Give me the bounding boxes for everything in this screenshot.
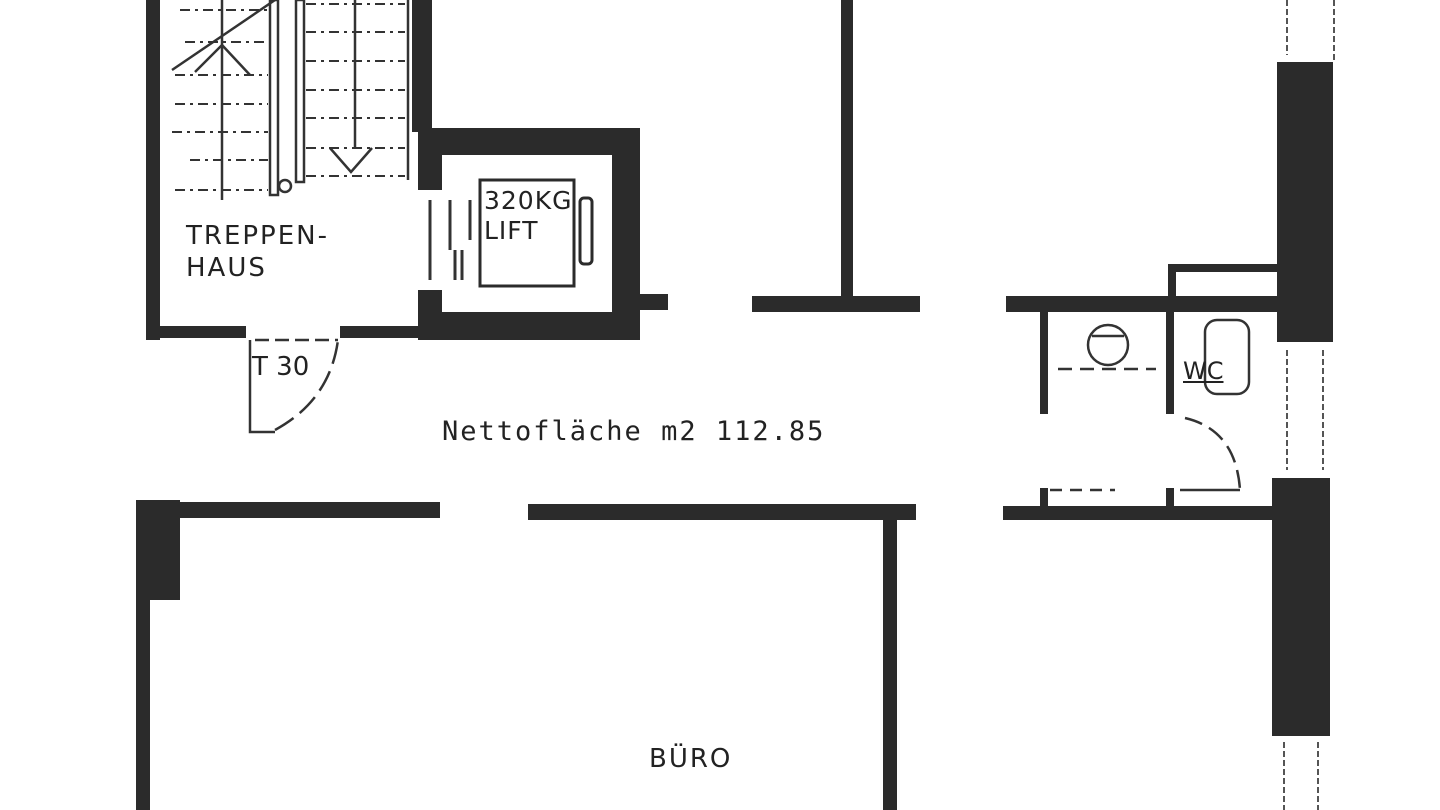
room-label-office: BÜRO <box>649 744 733 774</box>
net-area-label: Nettofläche m2 112.85 <box>442 416 826 447</box>
wc-area <box>1040 310 1251 508</box>
lift-shaft <box>418 128 668 340</box>
room-label-wc: WC <box>1183 357 1224 385</box>
staircase <box>171 0 410 200</box>
stair-arrow-icon <box>329 147 373 174</box>
room-label-stairwell: TREPPEN- HAUS <box>186 221 329 283</box>
exterior-walls <box>136 0 1333 810</box>
toilet-icon <box>1203 318 1251 396</box>
door-rating-label: T 30 <box>252 352 310 382</box>
lift-door-icon <box>428 200 472 280</box>
corridor-walls <box>150 0 1278 810</box>
washbasin-icon <box>1058 323 1156 371</box>
room-label-lift: 320KG LIFT <box>484 186 573 245</box>
window-icon <box>1283 0 1335 810</box>
door-swing-icon <box>248 338 340 434</box>
